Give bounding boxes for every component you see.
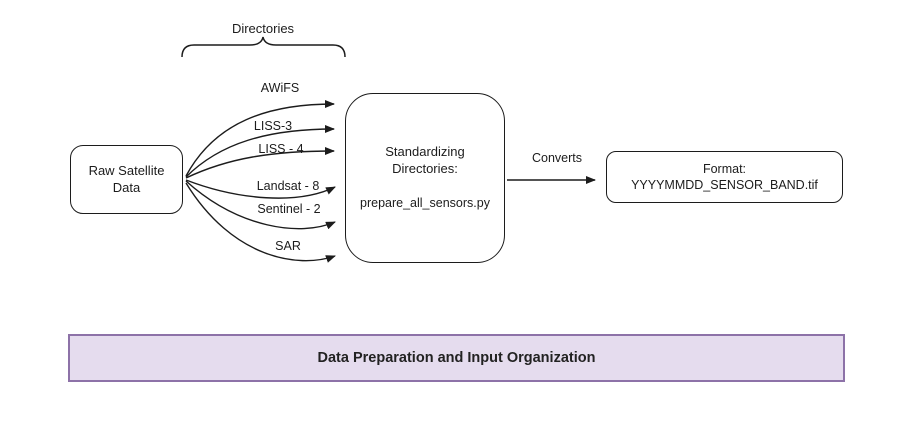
- directories-label: Directories: [231, 21, 295, 36]
- output-format-line1: Format:: [702, 161, 747, 176]
- sensor-label-landsat8: Landsat - 8: [256, 179, 320, 193]
- standardizing-line1: Standardizing: [385, 144, 465, 160]
- raw-satellite-data-line1: Raw Satellite: [88, 162, 165, 178]
- raw-satellite-data-box: Raw Satellite Data: [70, 145, 183, 214]
- arrow-sar: [185, 182, 336, 263]
- prepare-all-sensors-script: prepare_all_sensors.py: [360, 196, 490, 211]
- output-format-line2: YYYYMMDD_SENSOR_BAND.tif: [631, 178, 818, 192]
- arrow-sentinel2: [185, 180, 336, 230]
- arrow-awifs: [185, 100, 335, 177]
- arrow-liss3: [185, 125, 335, 178]
- sensor-label-liss4: LISS - 4: [258, 142, 304, 156]
- arrow-liss4: [185, 147, 335, 179]
- output-format-box: Format: YYYYMMDD_SENSOR_BAND.tif: [606, 151, 843, 203]
- sensor-label-awifs: AWiFS: [260, 81, 300, 95]
- sensor-label-liss3: LISS-3: [253, 119, 293, 133]
- converts-label: Converts: [531, 151, 583, 165]
- arrow-landsat8: [185, 179, 336, 199]
- banner: Data Preparation and Input Organization: [68, 334, 845, 382]
- standardizing-line2: Directories:: [392, 161, 458, 177]
- directories-brace: [181, 36, 346, 58]
- standardizing-directories-title: Standardizing Directories:: [385, 144, 465, 178]
- sensor-label-sentinel2: Sentinel - 2: [257, 202, 321, 216]
- sensor-label-sar: SAR: [275, 239, 301, 253]
- raw-satellite-data-line2: Data: [112, 179, 141, 195]
- standardizing-directories-box: Standardizing Directories: prepare_all_s…: [345, 93, 505, 263]
- banner-label: Data Preparation and Input Organization: [317, 350, 596, 366]
